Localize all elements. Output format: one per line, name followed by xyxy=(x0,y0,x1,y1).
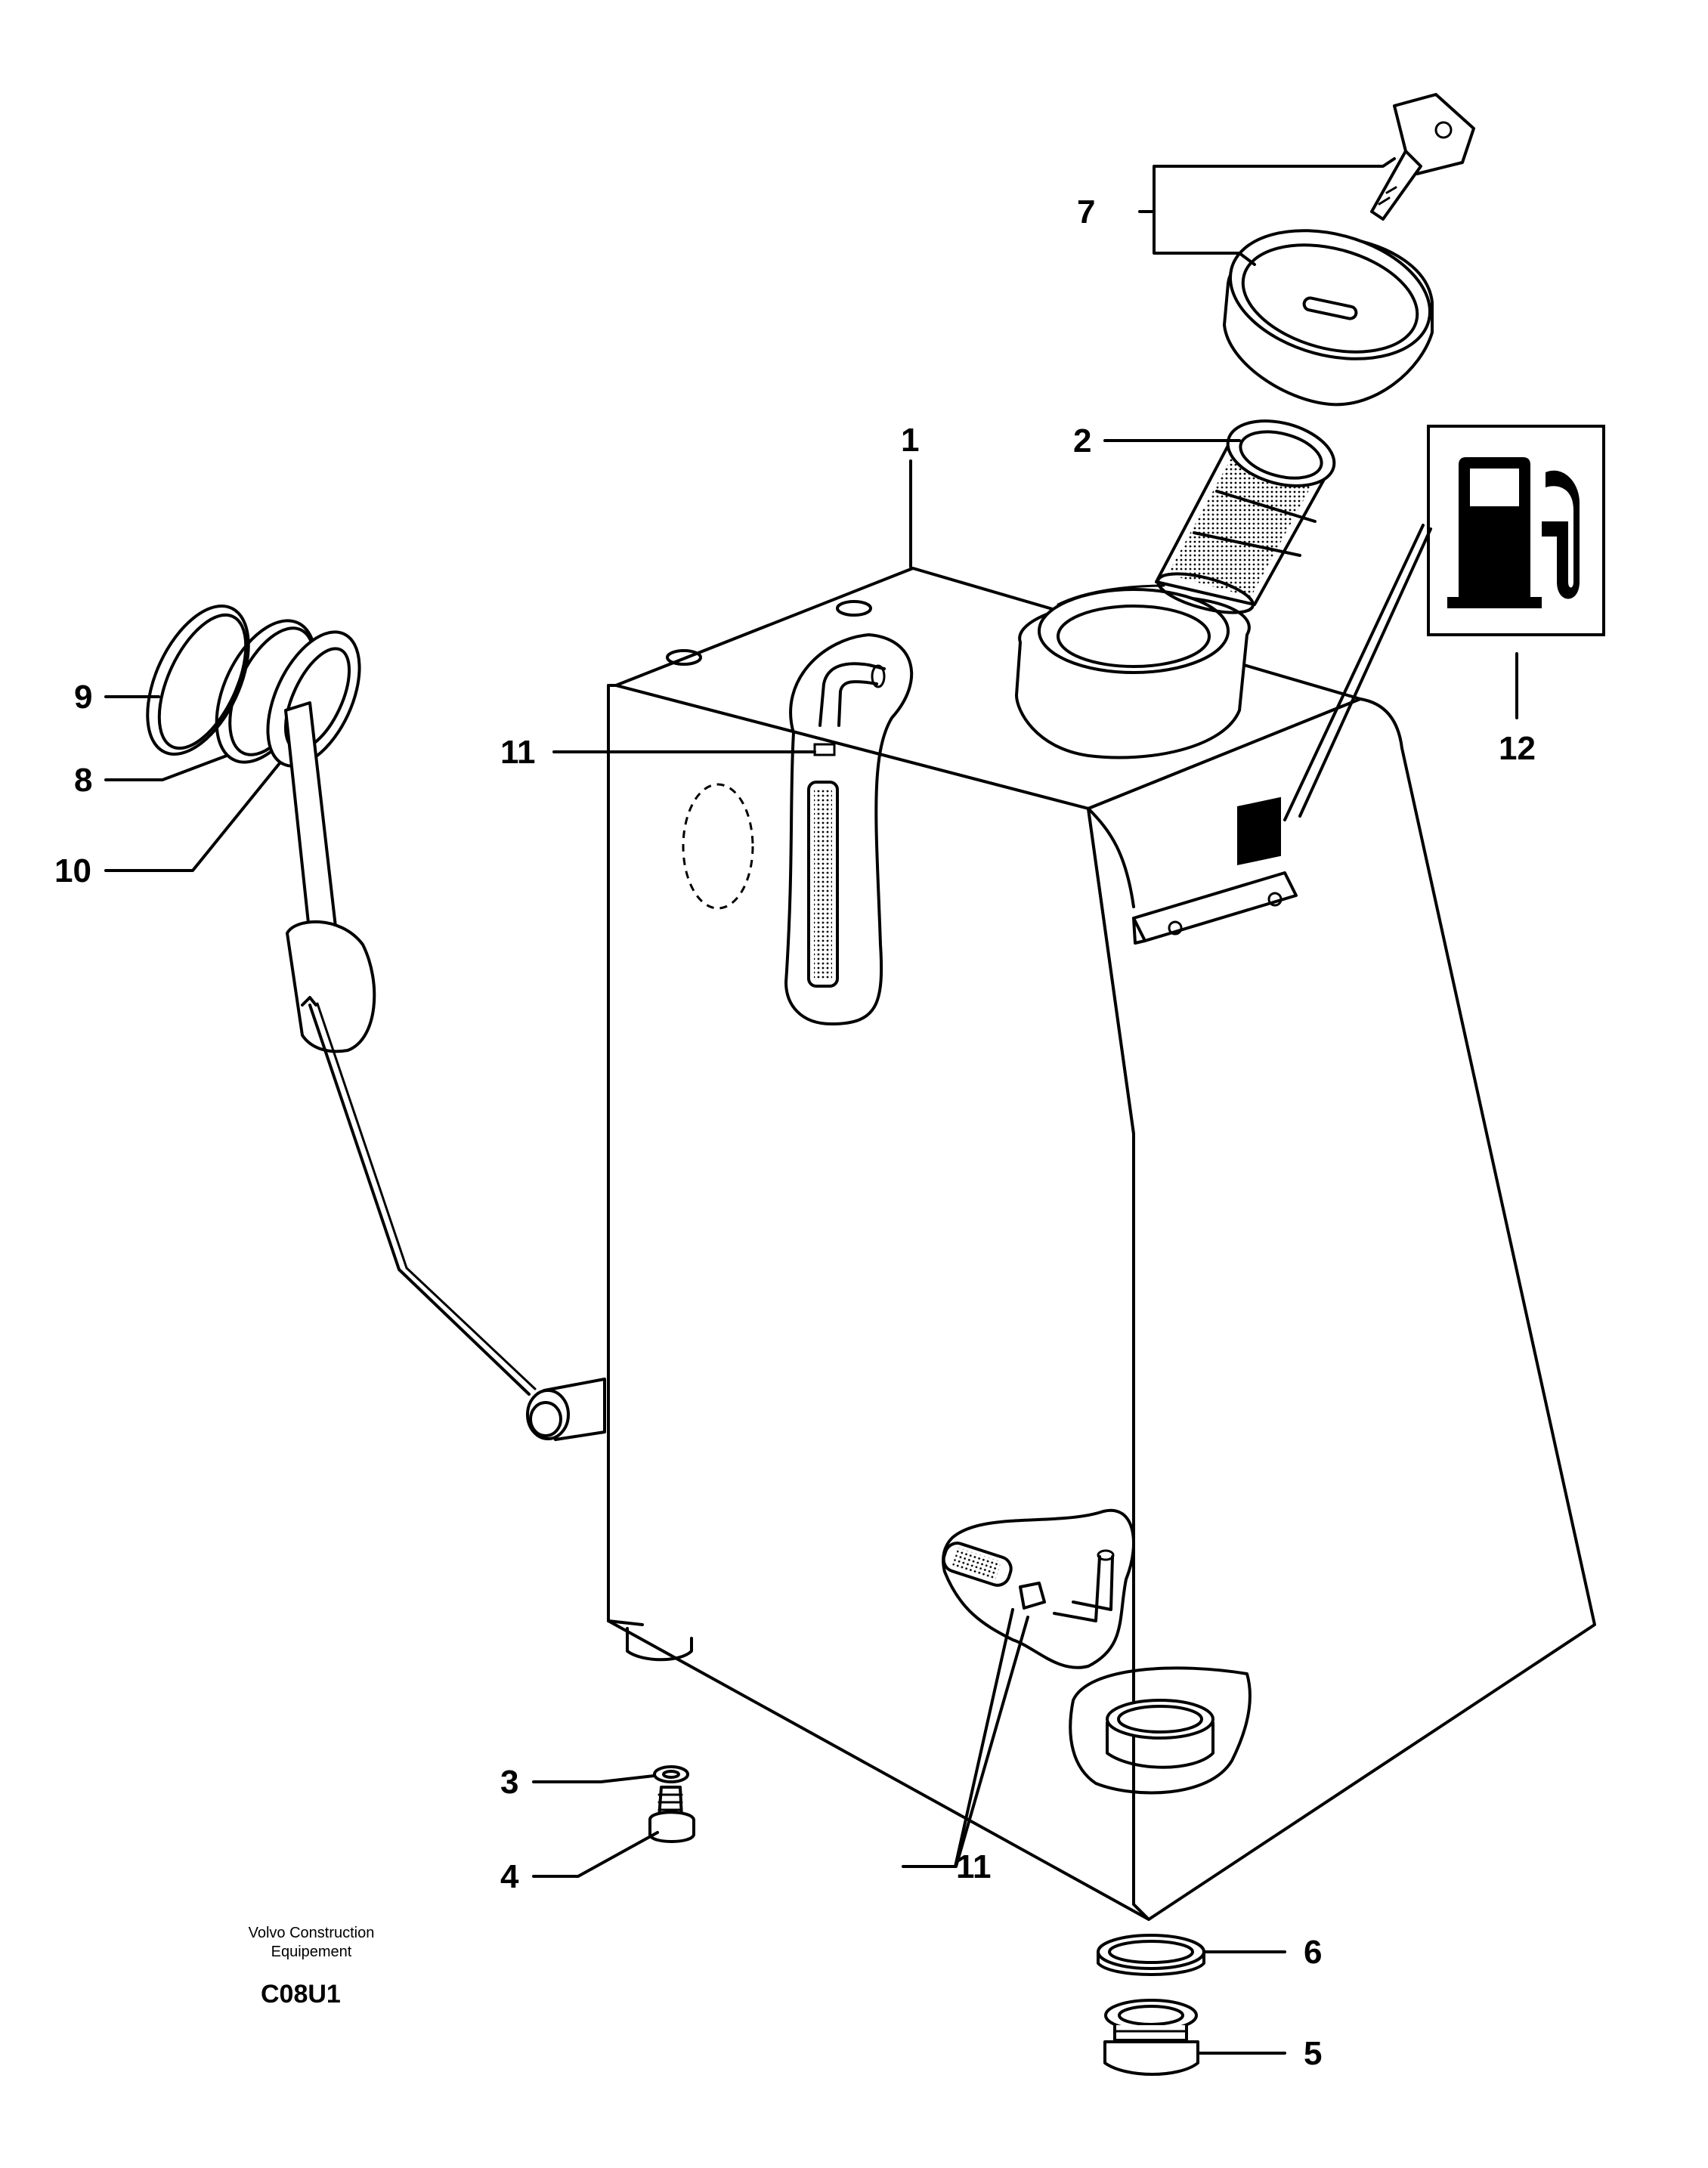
label-2: 2 xyxy=(1073,422,1091,459)
credit-block: Volvo Construction Equipement C08U1 xyxy=(249,1925,375,2009)
key-icon xyxy=(1370,93,1475,221)
leader-lines xyxy=(104,157,1518,2055)
label-5: 5 xyxy=(1304,2035,1322,2072)
sender-mount xyxy=(526,1378,606,1441)
credit-line-2: Equipement xyxy=(271,1944,352,1960)
return-pipe-cutaway xyxy=(942,1508,1135,1669)
label-11-top: 11 xyxy=(500,734,536,771)
label-8: 8 xyxy=(74,762,92,799)
label-6: 6 xyxy=(1304,1934,1322,1971)
fuel-level-sender xyxy=(146,605,537,1396)
label-4: 4 xyxy=(500,1858,519,1895)
filler-neck xyxy=(1015,584,1251,759)
bottom-plug-parts xyxy=(1097,1934,1205,2076)
label-9: 9 xyxy=(74,679,92,716)
drain-boss-cutaway xyxy=(1069,1666,1252,1795)
label-10: 10 xyxy=(54,852,91,889)
filler-cap xyxy=(1223,229,1434,407)
label-7: 7 xyxy=(1077,193,1095,230)
suction-pipe-cutaway xyxy=(784,633,913,1025)
credit-line-1: Volvo Construction xyxy=(249,1925,375,1941)
drawing-code: C08U1 xyxy=(261,1980,341,2009)
label-11-bottom: 11 xyxy=(956,1848,992,1885)
label-3: 3 xyxy=(500,1764,518,1801)
drain-plug-parts xyxy=(648,1765,695,1843)
fuel-tank xyxy=(607,567,1596,1921)
part-labels: 1 2 3 4 5 6 7 8 9 10 11 11 12 xyxy=(54,193,1536,2072)
filter-strainer xyxy=(1155,419,1336,614)
fuel-pump-icon xyxy=(1447,457,1580,608)
label-12: 12 xyxy=(1499,730,1536,767)
label-1: 1 xyxy=(901,422,919,459)
fuel-decal xyxy=(1427,425,1605,636)
